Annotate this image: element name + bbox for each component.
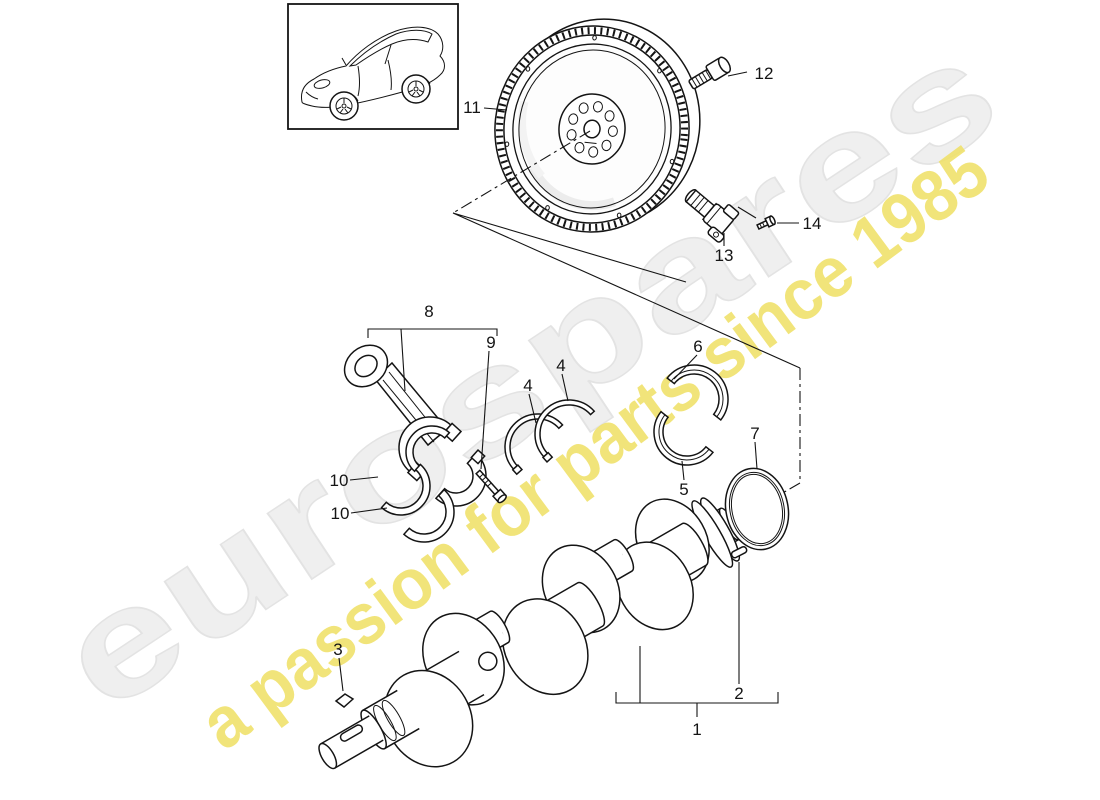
callout-4a: 4 (523, 376, 532, 395)
thrust-washers: 4 4 (504, 356, 596, 476)
ring-gear-teeth (495, 27, 689, 231)
car-thumbnail (287, 3, 459, 130)
callout-13: 13 (715, 246, 734, 265)
crankshaft (318, 497, 741, 770)
crankshaft-sensor: 13 (684, 189, 740, 265)
flywheel-bolt-holes (566, 101, 618, 158)
flywheel-rivets (504, 35, 675, 219)
conrod-bolt: 9 (475, 333, 507, 504)
callout-11: 11 (463, 98, 481, 117)
keyway-slot (339, 724, 364, 742)
woodruff-key: 3 (333, 640, 355, 708)
dowel-pin: 2 (730, 545, 748, 703)
callout-1: 1 (692, 720, 701, 739)
callout-12: 12 (755, 64, 774, 83)
bearing-shell-lower (653, 410, 715, 466)
sensor-bolt: 14 (737, 206, 822, 233)
callout-11-group: 11 (463, 98, 508, 117)
callout-9: 9 (486, 333, 495, 352)
callout-7: 7 (750, 424, 759, 443)
front-wheel-icon (329, 91, 359, 121)
sealing-ring: 7 (724, 424, 790, 551)
callout-6: 6 (693, 337, 702, 356)
callout-14: 14 (803, 214, 822, 233)
assembly-axis-lines (452, 130, 801, 499)
rear-wheel-icon (401, 74, 431, 104)
callout-5: 5 (679, 480, 688, 499)
conrod-bearing-shells: 10 10 (330, 463, 455, 543)
callout-10a: 10 (330, 471, 349, 490)
web-hole (478, 651, 498, 672)
callout-1-group: 1 (615, 646, 779, 739)
main-bearing-shells: 6 5 (653, 337, 729, 499)
callout-2: 2 (734, 684, 743, 703)
callout-4b: 4 (556, 356, 565, 375)
callout-3: 3 (333, 640, 342, 659)
flywheel-bolt: 12 (688, 56, 774, 90)
bearing-shell-upper (666, 364, 729, 421)
flywheel (494, 18, 701, 233)
callout-8: 8 (424, 302, 433, 321)
conrod-upper-shell (405, 425, 451, 473)
panamera-car-icon (301, 26, 445, 121)
callout-10b: 10 (331, 504, 350, 523)
